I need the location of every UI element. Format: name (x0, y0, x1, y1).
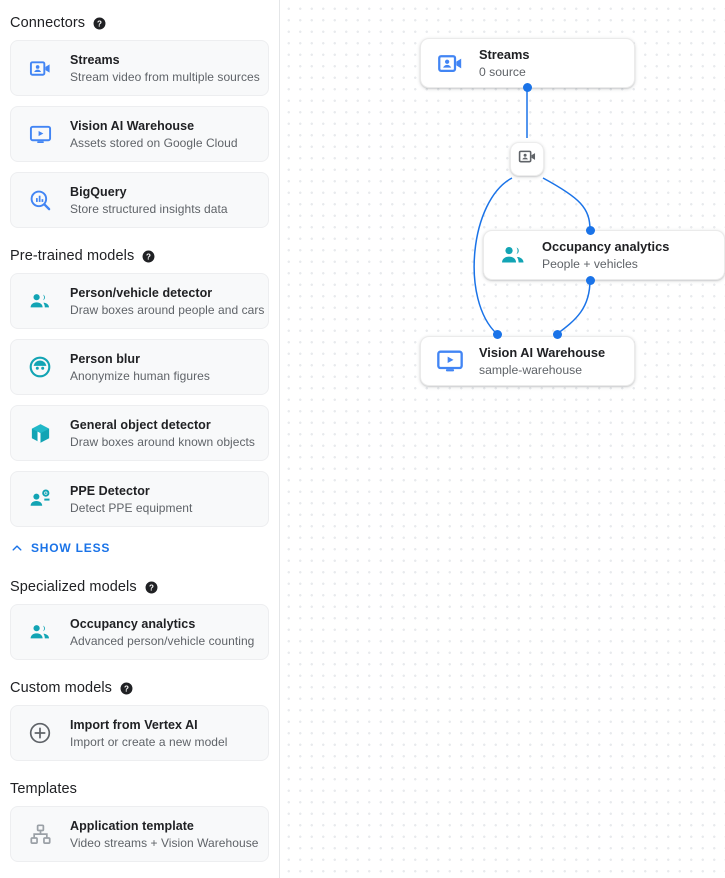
card-subtitle: Detect PPE equipment (70, 500, 193, 515)
video-camera-person-icon (435, 48, 465, 78)
section-header-pre-trained-models: Pre-trained models ? (0, 245, 279, 267)
port-warehouse-input-left[interactable] (493, 330, 502, 339)
section-title: Pre-trained models (10, 248, 135, 264)
card-title: Vision AI Warehouse (70, 118, 195, 133)
card-subtitle: Assets stored on Google Cloud (70, 135, 238, 150)
card-subtitle: Import or create a new model (70, 734, 228, 749)
graph-edges (473, 68, 591, 335)
cube-icon (27, 420, 53, 446)
svg-text:?: ? (97, 19, 102, 28)
card-title: PPE Detector (70, 483, 150, 498)
card-title: General object detector (70, 417, 211, 432)
svg-text:?: ? (146, 252, 151, 261)
card-subtitle: Stream video from multiple sources (70, 69, 260, 84)
port-occupancy-output[interactable] (586, 276, 595, 285)
help-icon[interactable]: ? (120, 682, 133, 695)
card-subtitle: Store structured insights data (70, 201, 228, 216)
help-icon[interactable]: ? (142, 250, 155, 263)
connector-card-vision-ai-warehouse[interactable]: Vision AI Warehouse Assets stored on Goo… (10, 106, 269, 162)
card-title: Import from Vertex AI (70, 717, 198, 732)
model-card-person-vehicle-detector[interactable]: Person/vehicle detector Draw boxes aroun… (10, 273, 269, 329)
svg-text:?: ? (149, 583, 154, 592)
section-header-connectors: Connectors ? (0, 12, 279, 34)
graph-node-occupancy-analytics[interactable]: Occupancy analytics People + vehicles (483, 230, 725, 280)
section-title: Specialized models (10, 579, 137, 595)
plus-circle-icon (27, 720, 53, 746)
bigquery-search-chart-icon (27, 187, 53, 213)
show-less-toggle[interactable]: SHOW LESS (0, 537, 279, 559)
sitemap-icon (27, 821, 53, 847)
section-title: Templates (10, 781, 77, 797)
graph-node-streams[interactable]: Streams 0 source (420, 38, 635, 88)
template-card-application-template[interactable]: Application template Video streams + Vis… (10, 806, 269, 862)
card-subtitle: Draw boxes around known objects (70, 434, 255, 449)
people-icon (27, 619, 53, 645)
ppe-person-gear-icon (27, 486, 53, 512)
node-subtitle: sample-warehouse (479, 362, 582, 377)
connector-card-bigquery[interactable]: BigQuery Store structured insights data (10, 172, 269, 228)
section-header-custom-models: Custom models ? (0, 677, 279, 699)
model-card-person-blur[interactable]: Person blur Anonymize human figures (10, 339, 269, 395)
help-icon[interactable]: ? (145, 581, 158, 594)
card-subtitle: Draw boxes around people and cars (70, 302, 265, 317)
component-sidebar: Connectors ? Streams Stream video from m… (0, 0, 280, 878)
model-card-ppe-detector[interactable]: PPE Detector Detect PPE equipment (10, 471, 269, 527)
card-title: Occupancy analytics (70, 616, 196, 631)
chevron-up-icon (10, 541, 24, 555)
monitor-play-icon (435, 346, 465, 376)
section-title: Connectors (10, 15, 86, 31)
card-title: Person blur (70, 351, 141, 366)
section-header-templates: Templates (0, 778, 279, 800)
node-title: Occupancy analytics (542, 238, 670, 254)
card-subtitle: Advanced person/vehicle counting (70, 633, 255, 648)
model-card-occupancy-analytics[interactable]: Occupancy analytics Advanced person/vehi… (10, 604, 269, 660)
show-less-label: SHOW LESS (31, 541, 111, 555)
model-card-import-from-vertex-ai[interactable]: Import from Vertex AI Import or create a… (10, 705, 269, 761)
port-streams-output[interactable] (523, 83, 532, 92)
node-title: Vision AI Warehouse (479, 344, 606, 360)
card-title: Person/vehicle detector (70, 285, 213, 300)
graph-node-vision-ai-warehouse[interactable]: Vision AI Warehouse sample-warehouse (420, 336, 635, 386)
card-title: BigQuery (70, 184, 127, 199)
card-subtitle: Video streams + Vision Warehouse (70, 835, 259, 850)
node-title: Streams (479, 46, 530, 62)
help-icon[interactable]: ? (93, 17, 106, 30)
svg-text:?: ? (124, 684, 129, 693)
node-subtitle: 0 source (479, 64, 526, 79)
model-card-general-object-detector[interactable]: General object detector Draw boxes aroun… (10, 405, 269, 461)
monitor-play-icon (27, 121, 53, 147)
people-icon (27, 288, 53, 314)
section-header-specialized-models: Specialized models ? (0, 576, 279, 598)
connector-card-streams[interactable]: Streams Stream video from multiple sourc… (10, 40, 269, 96)
people-icon (498, 240, 528, 270)
graph-node-stream-source[interactable] (510, 142, 544, 176)
card-subtitle: Anonymize human figures (70, 368, 210, 383)
video-camera-person-icon (518, 147, 537, 171)
card-title: Application template (70, 818, 194, 833)
port-occupancy-input[interactable] (586, 226, 595, 235)
node-subtitle: People + vehicles (542, 256, 638, 271)
person-blur-face-icon (27, 354, 53, 380)
card-title: Streams (70, 52, 120, 67)
graph-canvas[interactable]: Streams 0 source Occupancy analytics Peo… (280, 0, 725, 878)
section-title: Custom models (10, 680, 113, 696)
video-camera-person-icon (27, 55, 53, 81)
port-warehouse-input-right[interactable] (553, 330, 562, 339)
